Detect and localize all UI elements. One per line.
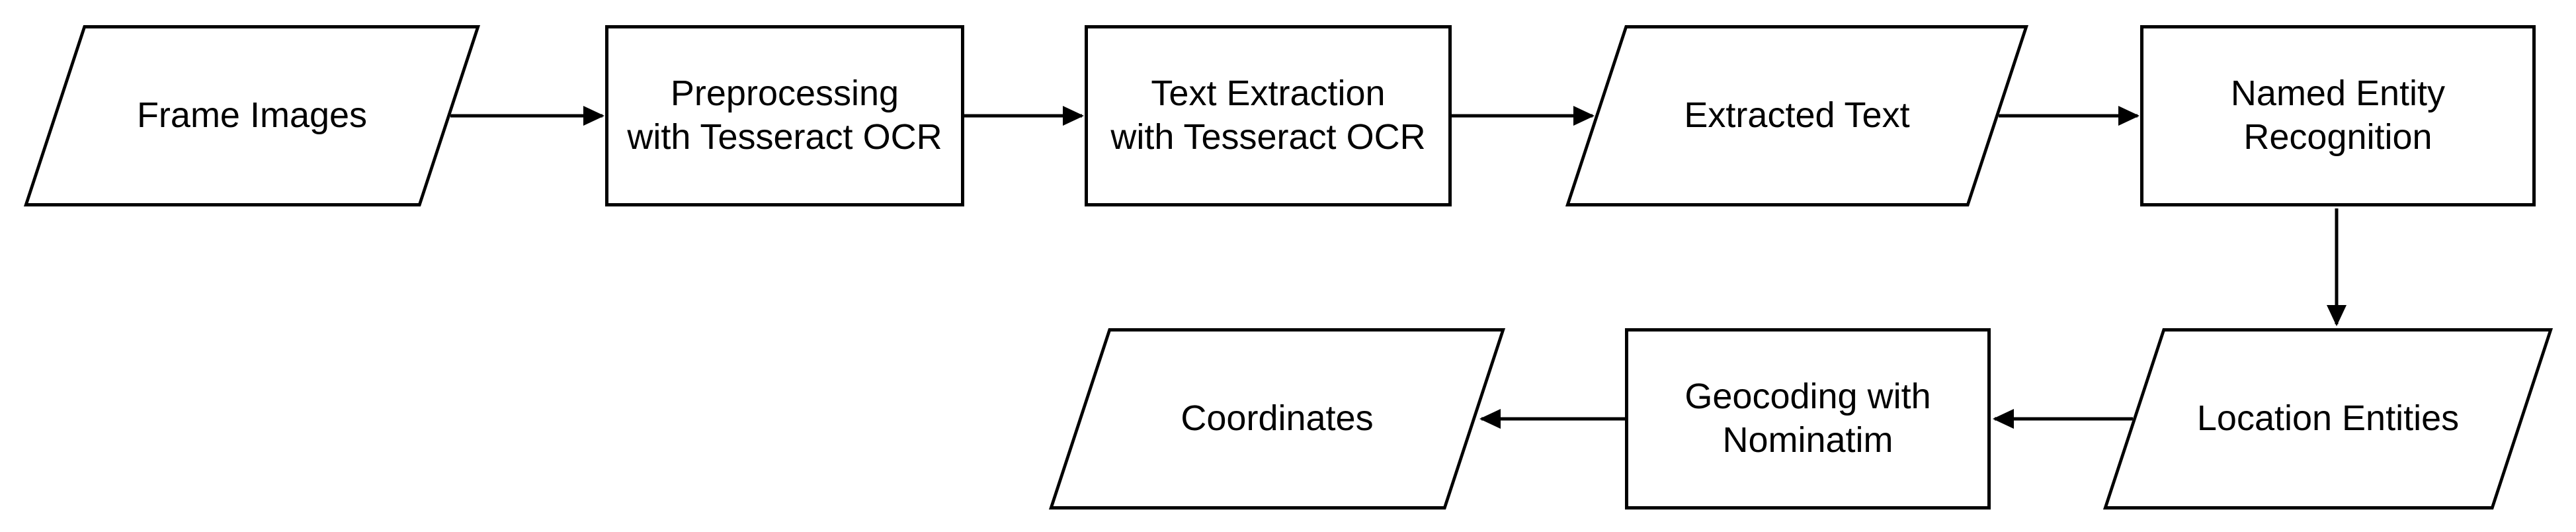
node-label: Named Entity Recognition [2230,73,2446,157]
node-label: Extracted Text [1684,95,1910,136]
node-extracted-text: Extracted Text [1565,25,2029,206]
rectangle-shape [1085,25,1452,206]
node-named-entity-recognition: Named Entity Recognition [2140,25,2536,206]
rectangle-shape [1625,328,1991,510]
node-label: Location Entities [2196,398,2460,439]
node-label: Coordinates [1181,398,1374,439]
node-geocoding: Geocoding with Nominatim [1625,328,1991,510]
node-label: Preprocessing with Tesseract OCR [627,73,942,157]
rectangle-shape [605,25,964,206]
node-label: Frame Images [136,95,368,136]
node-coordinates: Coordinates [1048,328,1506,510]
node-location-entities: Location Entities [2102,328,2554,510]
node-label: Text Extraction with Tesseract OCR [1110,73,1426,157]
node-label: Geocoding with Nominatim [1684,377,1931,460]
rectangle-shape [2140,25,2536,206]
node-text-extraction: Text Extraction with Tesseract OCR [1085,25,1452,206]
node-frame-images: Frame Images [23,25,481,206]
node-preprocessing: Preprocessing with Tesseract OCR [605,25,964,206]
